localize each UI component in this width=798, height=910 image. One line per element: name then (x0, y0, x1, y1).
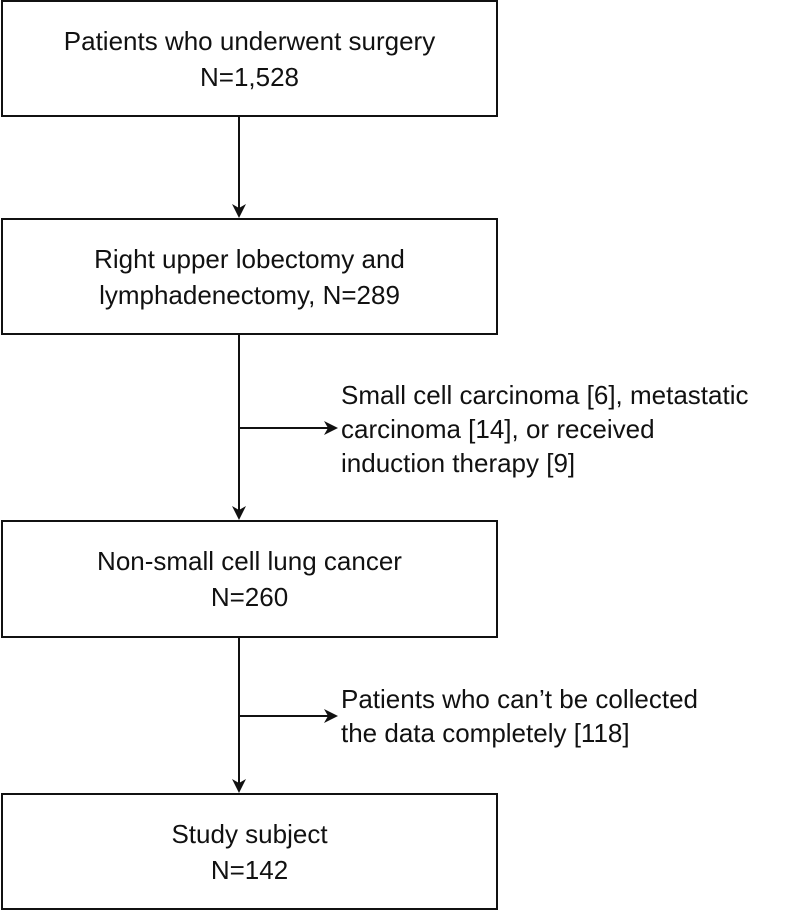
box-count: N=1,528 (199, 61, 300, 92)
exclusion-text-line: induction therapy [9] (341, 448, 576, 478)
exclusion-text-line: Small cell carcinoma [6], metastatic (341, 380, 749, 410)
flow-box-study-subject: Study subject N=142 (1, 793, 498, 910)
box-text-line: Patients who underwent surgery (63, 25, 436, 56)
flow-box-right-upper-lobectomy: Right upper lobectomy and lymphadenectom… (1, 218, 498, 335)
exclusion-text-line: carcinoma [14], or received (341, 414, 655, 444)
box-count: N=142 (210, 854, 289, 885)
box-count: N=260 (210, 582, 289, 612)
exclusion-note-histology: Small cell carcinoma [6], metastatic car… (341, 378, 748, 480)
exclusion-text-line: the data completely [118] (341, 718, 630, 748)
box-text-line: Non-small cell lung cancer (97, 546, 402, 576)
flow-box-all-surgery-patients: Patients who underwent surgery N=1,528 (1, 0, 498, 117)
box-text-line: lymphadenectomy, N=289 (99, 279, 400, 310)
flow-box-nsclc: Non-small cell lung cancer N=260 (1, 520, 498, 638)
exclusion-text-line: Patients who can’t be collected (341, 684, 698, 714)
box-text-line: Study subject (171, 818, 328, 849)
exclusion-note-incomplete-data: Patients who can’t be collected the data… (341, 682, 698, 750)
box-text-line: Right upper lobectomy and (94, 243, 405, 274)
